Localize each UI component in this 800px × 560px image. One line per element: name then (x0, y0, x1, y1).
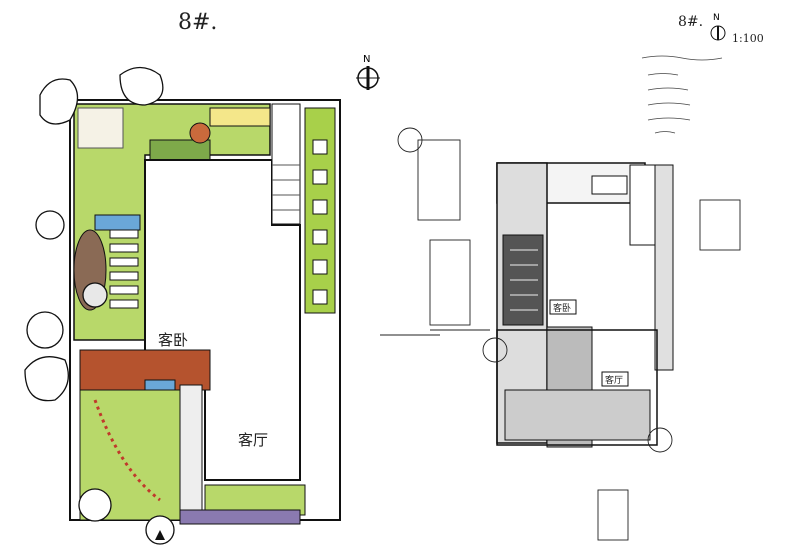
left-plan: N 客卧 客厅 (24, 54, 380, 545)
north-arrow-icon: N (710, 13, 726, 41)
right-sketch: N 客卧 客厅 (380, 13, 741, 541)
tree-icons (24, 66, 175, 545)
room-label-living-room: 客厅 (238, 431, 268, 449)
svg-text:N: N (713, 13, 720, 23)
sketch-room-label-living-room: 客厅 (605, 374, 623, 386)
left-plan-title: 8#. (178, 10, 218, 35)
room-label-guest-bedroom: 客卧 (158, 331, 188, 349)
svg-text:N: N (363, 54, 370, 65)
top-garden (73, 103, 271, 341)
north-arrow-icon: N (356, 54, 380, 90)
handwritten-notes (641, 55, 723, 134)
right-sketch-title: 8#. (678, 14, 704, 30)
sketch-room-label-guest-bedroom: 客卧 (553, 302, 571, 314)
scale-label: 1:100 (732, 32, 764, 45)
